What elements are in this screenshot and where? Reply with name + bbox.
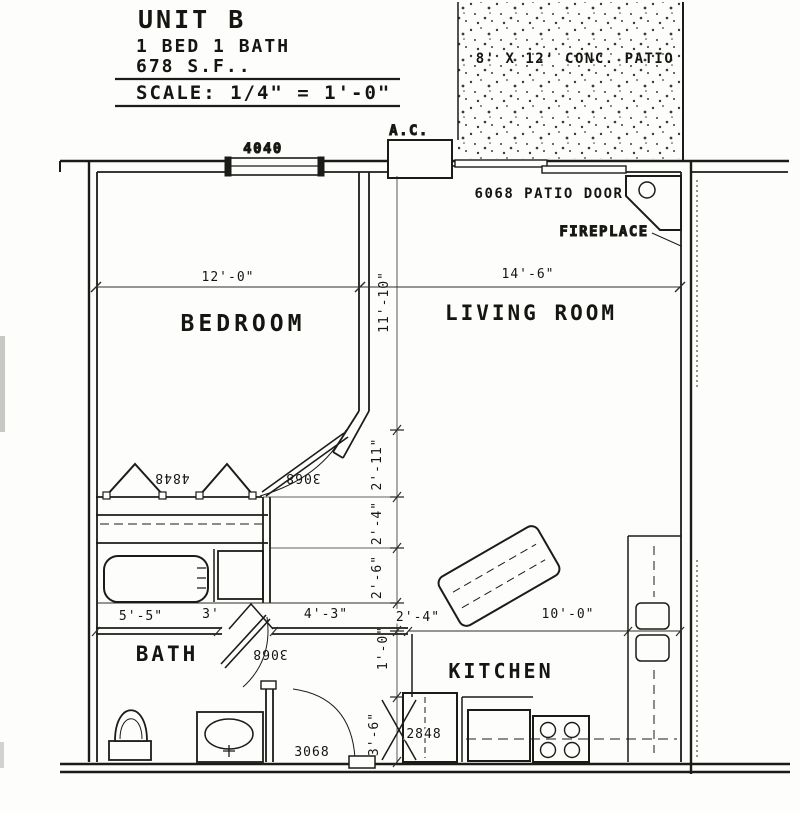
pantry-bifold-tag: 2848 [406,727,441,742]
room-label-bedroom: BEDROOM [181,311,306,337]
dim-kitchen-offset: 2'-4" [396,610,440,625]
flue-icon [638,181,656,199]
scan-artifacts [0,180,698,768]
tub-faucet-icon [197,567,206,589]
dim-bath-width: 5'-5" [119,609,163,624]
sink-basin-top [635,602,670,630]
patio-door-label: 6068 PATIO DOOR [475,186,624,202]
entry-door-tag: 3068 [294,745,329,760]
bedroom-closet: 4848 [100,462,262,525]
unit-title: UNIT B [138,5,246,34]
fireplace-label: FIREPLACE [559,224,648,240]
fireplace: FIREPLACE [559,175,682,247]
dimension-labels: 12'-0" 14'-6" 11'-10" 2'-11" 2'-4" 2'-6"… [119,267,595,759]
living-room-table [437,525,561,627]
ac-unit: A.C. [387,123,458,179]
room-label-bath: BATH [136,642,199,666]
vanity-sink [196,711,264,763]
dim-seg-3-6: 3'-6" [367,712,382,756]
bath-door-tag: 3068 [252,646,287,661]
sink-basin-bottom [635,634,670,662]
dim-living-width: 14'-6" [502,267,555,282]
window-size-label: 4040 [243,141,283,157]
patio-label: 8' X 12' CONC. PATIO [476,51,675,67]
dishwasher [467,709,531,762]
room-labels: BEDROOM LIVING ROOM BATH KITCHEN [136,301,617,683]
patio-area: 8' X 12' CONC. PATIO [457,2,684,160]
closet-bifold-tag: 4848 [154,470,189,485]
dim-hall-width: 4'-3" [304,607,348,622]
shower-unit [217,550,264,600]
dim-kitchen-width: 10'-0" [542,607,595,622]
title-block: UNIT B 1 BED 1 BATH 678 S.F.. SCALE: 1/4… [115,5,400,108]
exterior-walls [59,159,790,774]
doors: 3068 3068 3068 2848 [220,429,458,769]
dim-seg-2-6: 2'-6" [370,555,385,599]
dim-bath-door: 3' [202,607,220,622]
dimension-lines [90,176,686,768]
bedroom-door-tag: 3068 [285,470,320,485]
bathtub [103,555,209,603]
kitchen-fixtures [461,535,681,763]
dim-seg-2-4: 2'-4" [370,501,385,545]
window-4040: 4040 [224,141,325,177]
ac-label: A.C. [389,123,429,139]
dim-bedroom-depth: 11'-10" [377,271,392,333]
area-label: 678 S.F.. [136,56,252,77]
dim-seg-2-11: 2'-11" [370,438,385,491]
interior-walls [96,172,413,762]
bathroom-fixtures [103,550,264,763]
room-label-living: LIVING ROOM [445,301,617,325]
dim-seg-1-0: 1'-0" [376,626,391,670]
patio-door: 6068 PATIO DOOR [454,159,627,202]
room-label-kitchen: KITCHEN [448,659,553,683]
toilet [108,709,152,761]
beds-baths-label: 1 BED 1 BATH [136,36,290,57]
scale-label: SCALE: 1/4" = 1'-0" [136,82,391,104]
dim-bedroom-width: 12'-0" [202,270,255,285]
